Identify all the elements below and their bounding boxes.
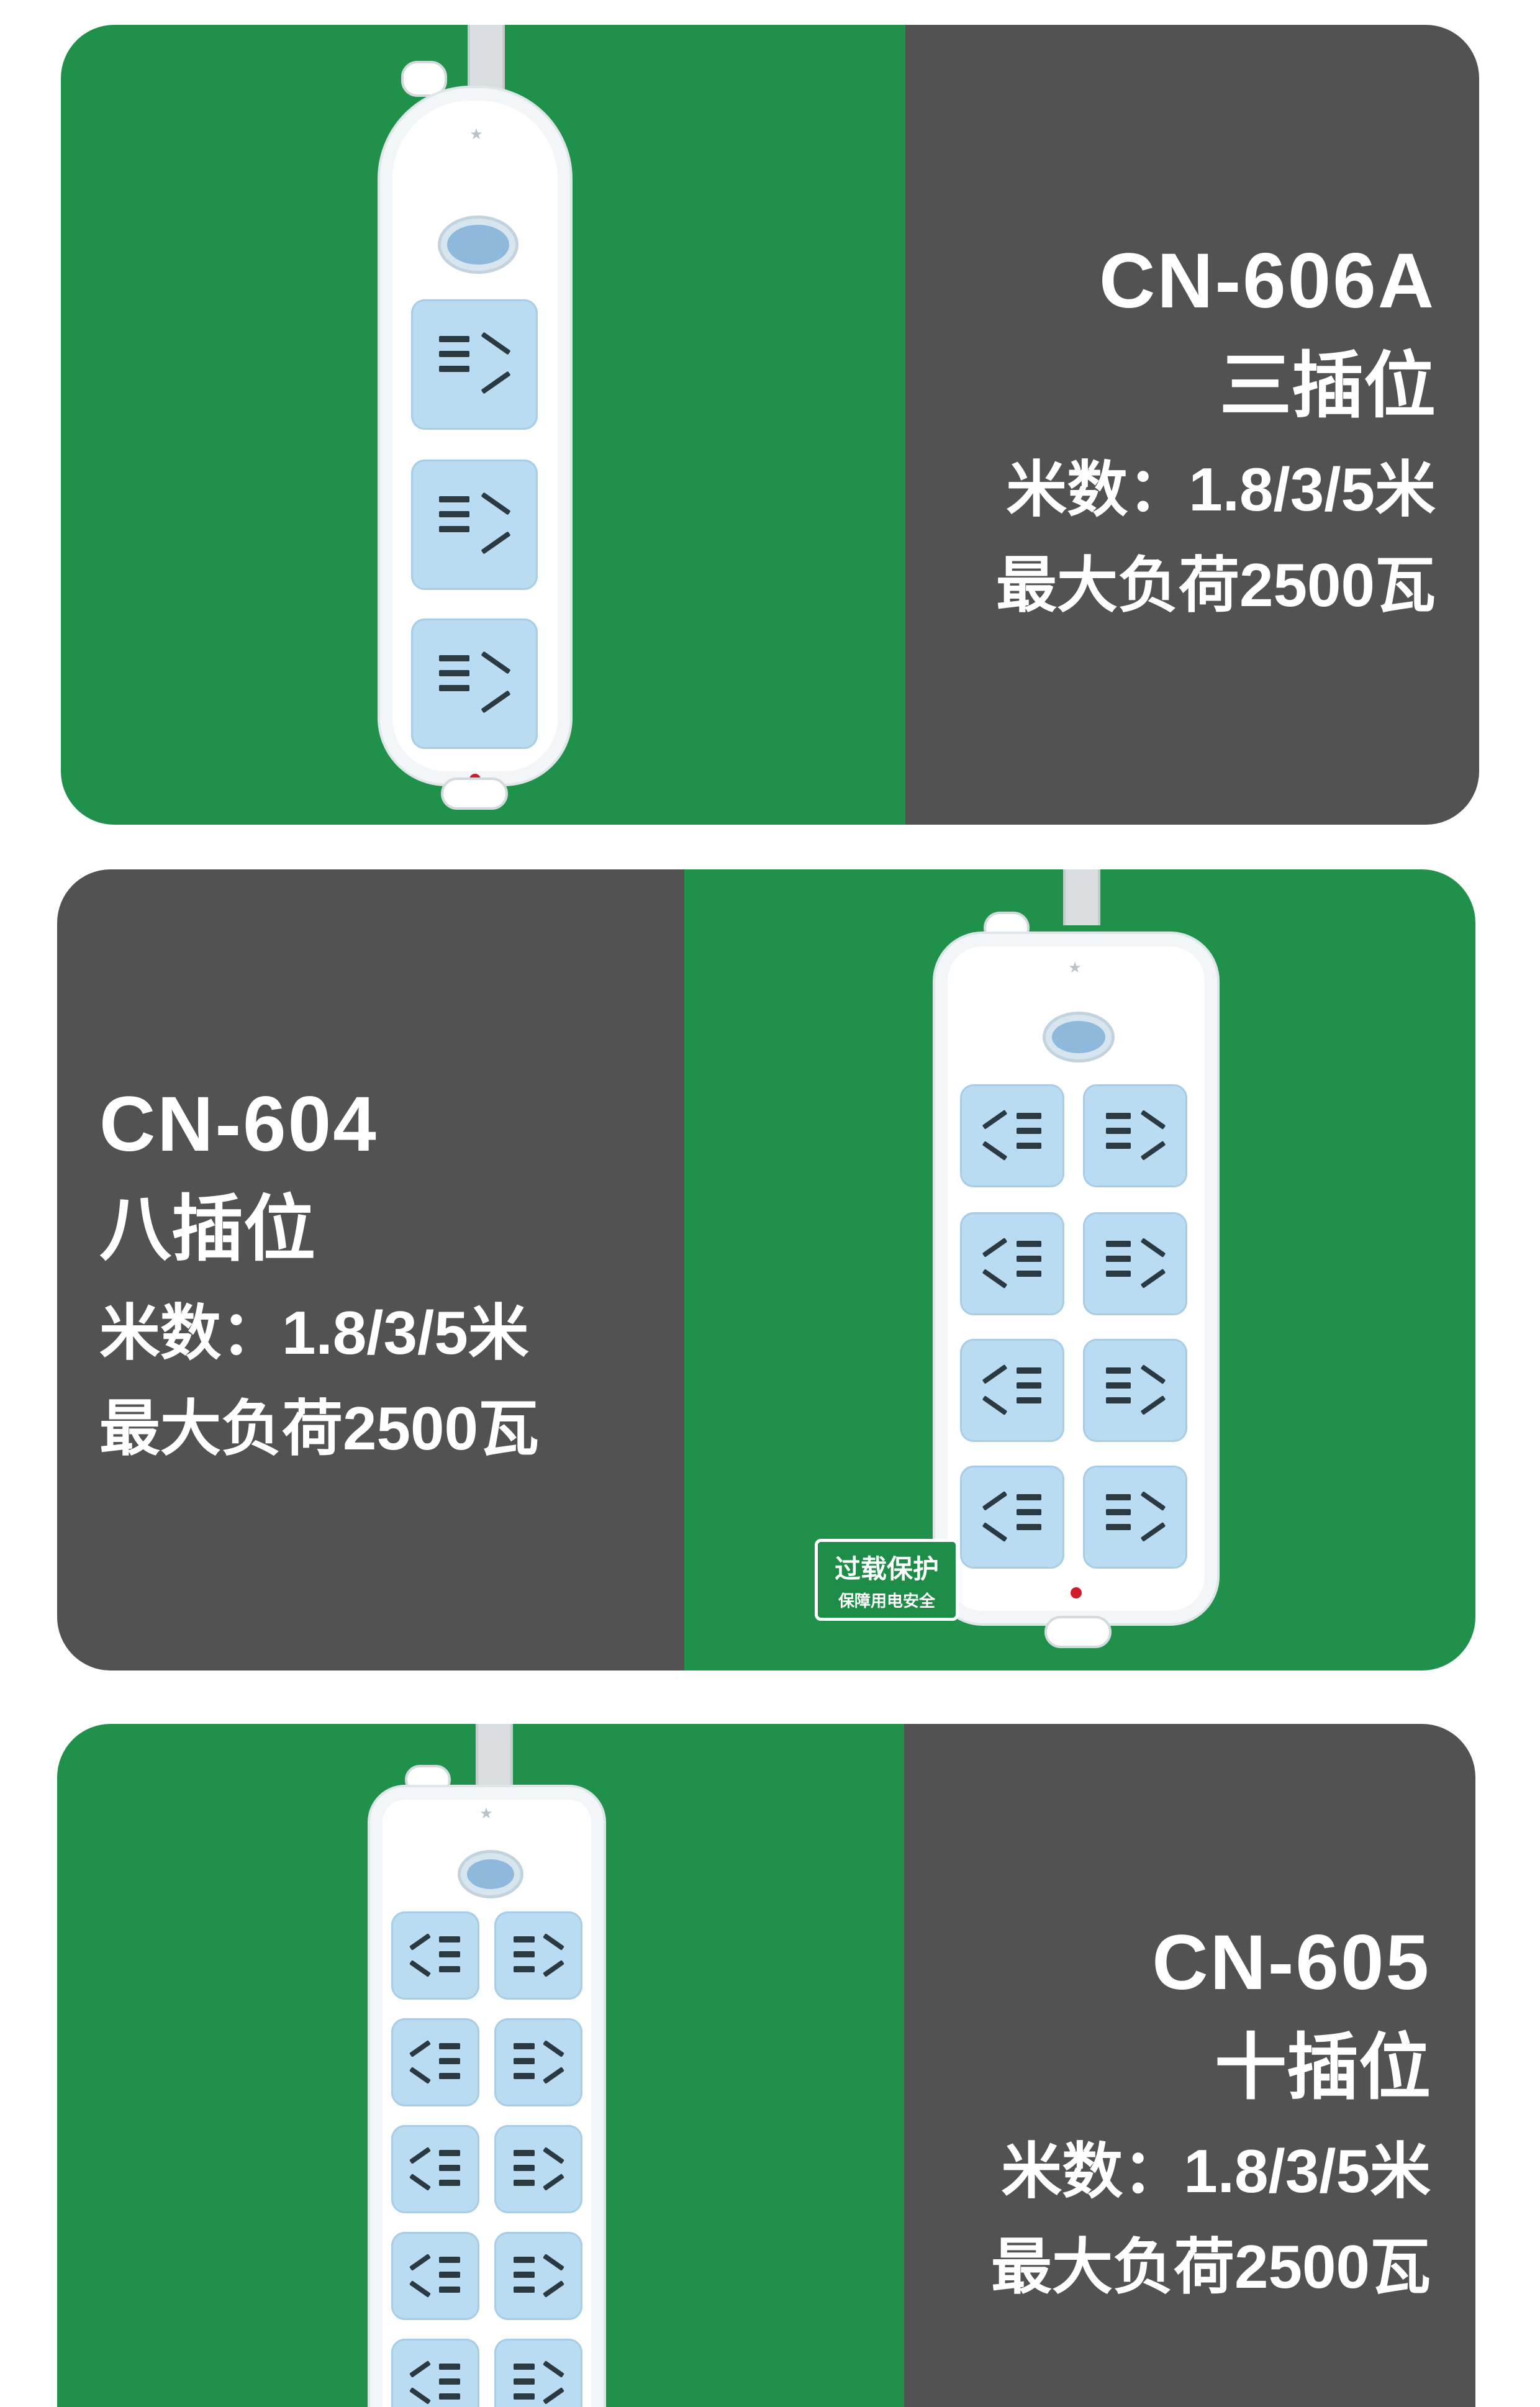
bottom-tab (1044, 1616, 1112, 1648)
outlet-socket (960, 1084, 1064, 1187)
outlet-socket (494, 2339, 582, 2407)
image-panel: ★ (61, 25, 905, 825)
badge-subtitle: 保障用电安全 (838, 1592, 935, 1610)
spec-text-block: CN-606A 三插位 米数：1.8/3/5米 最大负荷2500瓦 (926, 242, 1436, 615)
overload-protection-badge: 过载保护 保障用电安全 (815, 1539, 959, 1621)
power-cable (468, 25, 505, 93)
outlet-socket (411, 299, 538, 430)
outlet-socket (960, 1339, 1064, 1442)
power-strip-3-outlet: ★ (378, 86, 573, 786)
outlet-socket (1083, 1339, 1187, 1442)
outlet-socket (391, 2232, 479, 2320)
image-panel: ★ (57, 1724, 904, 2407)
model-number: CN-605 (1152, 1920, 1431, 2006)
outlet-socket (411, 460, 538, 590)
badge-title: 过载保护 (834, 1554, 939, 1584)
power-switch (1046, 1015, 1112, 1059)
cable-length: 米数：1.8/3/5米 (99, 1299, 529, 1367)
power-strip-10-outlet: ★ (368, 1785, 606, 2407)
cable-length: 米数：1.8/3/5米 (1001, 2137, 1431, 2205)
product-card-cn-605: ★ CN-605 十插位 米数：1.8/3/5米 最大负荷2500瓦 (57, 1724, 1475, 2407)
power-switch (461, 1853, 520, 1895)
outlet-socket (391, 1911, 479, 2000)
outlet-socket (494, 1911, 582, 2000)
power-cable (476, 1724, 513, 1792)
outlet-count: 三插位 (1220, 345, 1436, 426)
spec-panel: CN-606A 三插位 米数：1.8/3/5米 最大负荷2500瓦 (905, 25, 1479, 825)
outlet-socket (494, 2125, 582, 2213)
outlet-socket (494, 2018, 582, 2106)
bottom-tab (441, 777, 508, 810)
outlet-socket (391, 2125, 479, 2213)
outlet-socket (411, 619, 538, 749)
outlet-socket (391, 2339, 479, 2407)
outlet-socket (391, 2018, 479, 2106)
hanging-tab (401, 61, 447, 97)
brand-logo-icon: ★ (1068, 959, 1082, 976)
max-load: 最大负荷2500瓦 (99, 1394, 540, 1462)
outlet-socket (1083, 1212, 1187, 1315)
model-number: CN-606A (1099, 238, 1436, 324)
max-load: 最大负荷2500瓦 (995, 551, 1436, 619)
power-cable (1063, 869, 1100, 925)
outlet-count: 八插位 (99, 1189, 315, 1269)
cable-length: 米数：1.8/3/5米 (1006, 455, 1436, 524)
outlet-socket (494, 2232, 582, 2320)
indicator-light (1071, 1587, 1082, 1598)
power-strip-8-outlet: ★ (933, 932, 1220, 1626)
brand-logo-icon: ★ (479, 1805, 493, 1822)
image-panel: ★ 过载保护 保障用电安全 (684, 869, 1475, 1670)
outlet-socket (960, 1466, 1064, 1569)
spec-text-block: CN-605 十插位 米数：1.8/3/5米 最大负荷2500瓦 (922, 1924, 1431, 2297)
brand-logo-icon: ★ (469, 126, 483, 143)
spec-panel: CN-604 八插位 米数：1.8/3/5米 最大负荷2500瓦 (57, 869, 684, 1670)
product-card-cn-604: CN-604 八插位 米数：1.8/3/5米 最大负荷2500瓦 ★ 过载保护 … (57, 869, 1475, 1670)
max-load: 最大负荷2500瓦 (990, 2232, 1431, 2301)
model-number: CN-604 (99, 1081, 378, 1167)
power-switch (441, 219, 515, 271)
outlet-socket (1083, 1084, 1187, 1187)
outlet-socket (960, 1212, 1064, 1315)
spec-text-block: CN-604 八插位 米数：1.8/3/5米 最大负荷2500瓦 (99, 1086, 658, 1459)
product-card-cn-606a: ★ CN-606A 三插位 米数：1.8/3/5米 最大负荷2500瓦 (61, 25, 1479, 825)
outlet-count: 十插位 (1215, 2027, 1431, 2108)
spec-panel: CN-605 十插位 米数：1.8/3/5米 最大负荷2500瓦 (904, 1724, 1475, 2407)
outlet-socket (1083, 1466, 1187, 1569)
